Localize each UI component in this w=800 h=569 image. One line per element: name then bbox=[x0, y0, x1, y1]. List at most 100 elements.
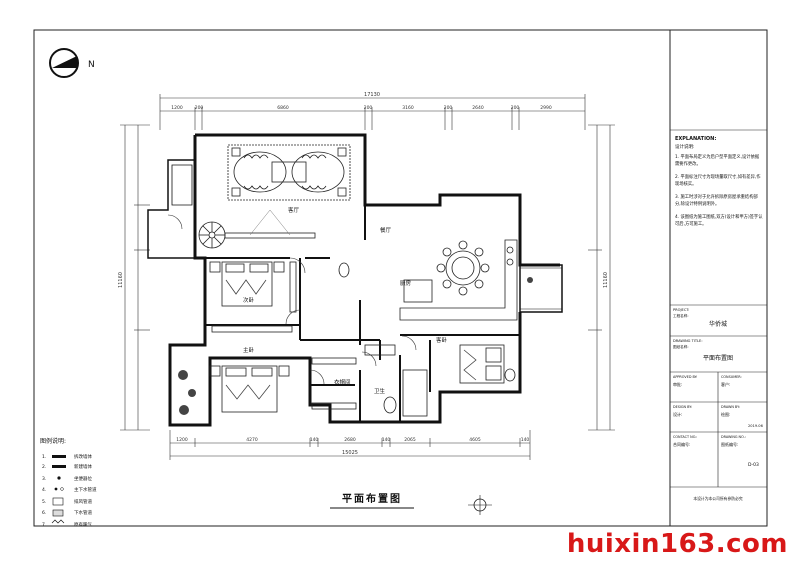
drawing-no-label: DRAWING NO.: bbox=[721, 435, 746, 439]
dim-left-overall: 11160 bbox=[118, 272, 124, 288]
doors bbox=[167, 214, 417, 385]
drawing-frame bbox=[33, 29, 768, 527]
room-label-second-bedroom: 次卧 bbox=[243, 296, 255, 304]
potted-plants bbox=[178, 277, 533, 415]
left-balcony bbox=[147, 159, 195, 259]
legend-num-6: 6. bbox=[42, 510, 46, 516]
legend-num-7: 7. bbox=[42, 522, 46, 528]
design-note-3: 3. 施工时涉对于允许拆除原房屋承重结构部分,除设计特例说明外。 bbox=[675, 195, 758, 207]
legend-num-3: 3. bbox=[42, 476, 46, 482]
dim-bottom-8: 140 bbox=[521, 437, 530, 443]
plan-title: 平面布置图 bbox=[342, 492, 402, 505]
project-label-cn: 工程名称: bbox=[673, 313, 689, 318]
dim-bottom-5: 140 bbox=[382, 437, 391, 443]
drawing-title-label: DRAWING TITLE: bbox=[673, 339, 703, 343]
consumer-label: CONSUMER: bbox=[721, 375, 742, 379]
design-by-label: DESIGN BY: bbox=[673, 405, 692, 409]
legend-new-wall-icon bbox=[52, 465, 66, 468]
room-label-kitchen: 厨房 bbox=[400, 279, 412, 287]
title-block-footer: 本设计为本公司所有参防必究 bbox=[693, 496, 743, 501]
room-label-living: 客厅 bbox=[288, 206, 300, 214]
tv-cabinet bbox=[224, 232, 316, 239]
design-by-cn: 设计: bbox=[673, 411, 682, 417]
wardrobes bbox=[211, 261, 357, 410]
legend-label-7: 原有暖气 bbox=[74, 521, 92, 528]
contact-label: CONTACT NO.: bbox=[673, 435, 697, 439]
room-label-master-bedroom: 主卧 bbox=[243, 346, 255, 354]
tv-sightline bbox=[249, 209, 291, 236]
kitchen-counter bbox=[399, 239, 518, 321]
dim-top-6: 200 bbox=[444, 105, 453, 111]
legend-label-3: 坐便器位 bbox=[74, 475, 92, 482]
legend-exhaust-duct-icon bbox=[52, 497, 64, 506]
legend-drain-pipe-icon bbox=[52, 509, 64, 517]
dim-overall-top: 17130 bbox=[364, 92, 380, 98]
dim-bottom-1: 1200 bbox=[176, 437, 188, 443]
walls bbox=[168, 133, 560, 427]
legend-num-2: 2. bbox=[42, 464, 46, 470]
north-label: N bbox=[88, 60, 95, 70]
approved-cn: 审批: bbox=[673, 381, 682, 387]
legend-swatches bbox=[51, 455, 66, 524]
consumer-cn: 客户: bbox=[721, 381, 730, 387]
project-name: 华侨城 bbox=[709, 320, 727, 328]
drawing-no-cn: 图纸编号: bbox=[721, 441, 738, 447]
legend-radiator-icon bbox=[51, 519, 65, 524]
dim-bottom-6: 2065 bbox=[404, 437, 416, 443]
bath-fixtures bbox=[338, 262, 516, 417]
title-block bbox=[670, 129, 767, 488]
legend-label-6: 下水管道 bbox=[74, 509, 92, 516]
living-sofa-set bbox=[227, 144, 351, 201]
design-note-2: 2. 平面标注尺寸为现场量取尺寸,如有差异,作现场核实。 bbox=[675, 175, 761, 187]
dim-bottom-7: 4605 bbox=[469, 437, 481, 443]
drawing-no: D-03 bbox=[748, 462, 759, 468]
dim-bottom-3: 140 bbox=[310, 437, 319, 443]
legend-label-4: 主下水管道 bbox=[74, 486, 97, 493]
legend-main-drain-icon bbox=[54, 487, 64, 491]
approved-label: APPROVED BY: bbox=[673, 375, 698, 379]
dim-right-overall: 11160 bbox=[603, 272, 609, 288]
drawing-title: 平面布置图 bbox=[703, 354, 733, 362]
dining-table bbox=[436, 240, 490, 296]
project-label: PROJECT: bbox=[673, 308, 689, 312]
explanation-subtitle: 设计说明: bbox=[675, 143, 695, 150]
section-marker-icon bbox=[468, 495, 492, 515]
dim-top-9: 2990 bbox=[540, 105, 552, 111]
dim-top-7: 2640 bbox=[472, 105, 484, 111]
legend-demolished-wall-icon bbox=[52, 455, 66, 458]
design-note-1: 1. 平面布局定义为后户型平面定义,设计依据需要作更改。 bbox=[675, 155, 760, 167]
drawn-by-cn: 绘图: bbox=[721, 411, 730, 417]
room-label-bath: 卫生 bbox=[374, 387, 386, 395]
room-label-guest-bedroom: 客卧 bbox=[436, 336, 448, 344]
drawing-title-label-cn: 图纸名称: bbox=[673, 344, 689, 349]
legend-label-2: 新建墙体 bbox=[74, 463, 92, 470]
legend-num-5: 5. bbox=[42, 499, 46, 505]
right-balcony bbox=[519, 264, 563, 313]
top-dimensions bbox=[159, 94, 586, 130]
contact-cn: 合同编号: bbox=[673, 441, 690, 447]
guest-bedroom-bed bbox=[459, 344, 505, 384]
legend-title: 图例说明: bbox=[40, 437, 66, 445]
legend-num-4: 4. bbox=[42, 487, 46, 493]
legend-label-5: 排风管道 bbox=[74, 498, 92, 505]
room-label-cloakroom: 衣帽间 bbox=[334, 378, 351, 386]
dim-top-1: 1200 bbox=[171, 105, 183, 111]
drawn-by-label: DRAWN BY: bbox=[721, 405, 740, 409]
dim-bottom-4: 2680 bbox=[344, 437, 356, 443]
north-arrow-icon bbox=[49, 48, 79, 78]
legend-num-1: 1. bbox=[42, 454, 46, 460]
explanation-title: EXPLANATION: bbox=[675, 136, 716, 142]
dim-top-4: 200 bbox=[364, 105, 373, 111]
spiral-staircase bbox=[198, 221, 226, 249]
dim-top-5: 3160 bbox=[402, 105, 414, 111]
dim-bottom-2: 4270 bbox=[246, 437, 258, 443]
dim-overall-bottom: 15025 bbox=[342, 450, 358, 456]
room-label-dining: 餐厅 bbox=[380, 226, 392, 234]
design-note-4: 4. 该图纸为施工图纸,双方(设计和甲方)签字认可后,方可施工。 bbox=[675, 215, 763, 227]
dim-top-2: 200 bbox=[195, 105, 204, 111]
drawing-date: 2019.06 bbox=[748, 424, 764, 428]
dim-top-3: 6860 bbox=[277, 105, 289, 111]
site-watermark: huixin163.com bbox=[566, 529, 788, 559]
second-bedroom-bed bbox=[209, 261, 285, 307]
